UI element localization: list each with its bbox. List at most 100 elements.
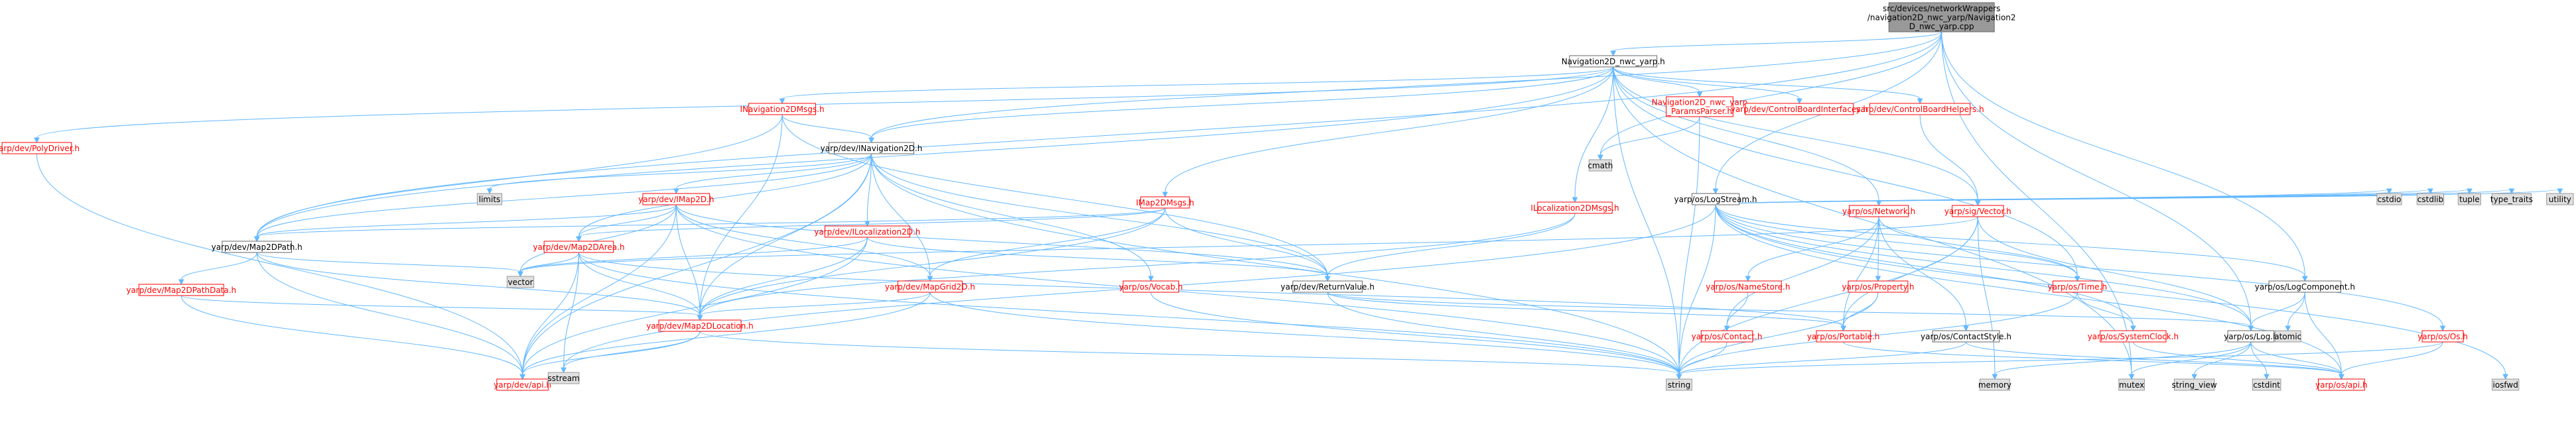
edge-sigvector-oslog (1977, 216, 2254, 332)
node-label: utility (2549, 195, 2571, 204)
node-cstdlib: cstdlib (2416, 193, 2445, 205)
node-box (2376, 193, 2402, 205)
node-label: yarp/os/LogComponent.h (2255, 282, 2355, 292)
edge-network-ostime (1878, 216, 2080, 282)
node-map2dloc[interactable]: yarp/dev/Map2DLocation.h (646, 319, 754, 332)
edge-mapgrid-map2dloc (697, 292, 931, 321)
edge-root-inav2d (868, 31, 1942, 144)
edge-logstream-syscl (1715, 204, 2136, 332)
node-vocab[interactable]: yarp/os/Vocab.h (1119, 280, 1183, 293)
edge-inav2d-imap2d (673, 153, 872, 195)
node-label: yarp/os/Network.h (1842, 207, 1915, 216)
node-polydriver[interactable]: yarp/dev/PolyDriver.h (0, 142, 80, 154)
node-nameStore[interactable]: yarp/os/NameStore.h (1706, 280, 1790, 293)
edge-inav2d-mapgrid (871, 153, 933, 282)
node-logstream[interactable]: yarp/os/LogStream.h (1674, 193, 1757, 205)
node-devapi[interactable]: yarp/dev/api.h (494, 378, 551, 391)
node-utility: utility (2546, 193, 2574, 205)
node-label: yarp/dev/Map2DPath.h (212, 243, 303, 252)
edge-nav2dh-cbif (1613, 66, 1802, 105)
node-oslog[interactable]: yarp/os/Log.h (2224, 330, 2278, 343)
edge-inav2d-retval (871, 153, 1331, 282)
node-box (2268, 280, 2342, 293)
edge-nav2dh-inav2dmsgs (779, 66, 1614, 105)
node-iosfwd: iosfwd (2492, 378, 2520, 391)
node-label: yarp/dev/Map2DLocation.h (646, 321, 754, 331)
node-nav2dh[interactable]: Navigation2D_nwc_yarp.h (1562, 55, 1665, 68)
edge-logstream-osapi (1715, 204, 2344, 380)
edge-map2darea-string (578, 252, 1682, 380)
node-memory: memory (1978, 378, 2011, 391)
node-contactstyle[interactable]: yarp/os/ContactStyle.h (1921, 330, 2011, 343)
node-label: yarp/sig/Vector.h (1944, 207, 2011, 216)
node-label: Navigation2D_nwc_yarp.h (1562, 57, 1665, 66)
node-label: yarp/os/Os.h (2417, 332, 2468, 341)
node-property[interactable]: yarp/os/Property.h (1842, 280, 1915, 293)
edge-contact-string (1676, 341, 1728, 380)
edge-map2dpathdata-map2dloc (180, 295, 703, 321)
edge-iloc2d-retval (866, 237, 1331, 282)
node-iloc2dmsgs[interactable]: ILocalization2DMsgs.h (1530, 201, 1619, 214)
node-cbif[interactable]: yarp/dev/ControlBoardInterfaces.h (1731, 103, 1868, 115)
node-map2dpathdata[interactable]: yarp/dev/Map2DPathData.h (126, 284, 236, 296)
node-map2dpath[interactable]: yarp/dev/Map2DPath.h (212, 241, 303, 253)
node-box (1849, 205, 1909, 217)
edge-nav2dh-imap2dmsgs (1162, 66, 1614, 198)
node-box (1816, 330, 1871, 343)
node-iloc2d[interactable]: yarp/dev/ILocalization2D.h (814, 225, 920, 238)
node-portable[interactable]: yarp/os/Portable.h (1807, 330, 1880, 343)
node-label: yarp/os/api.h (2315, 380, 2367, 390)
node-syscl[interactable]: yarp/os/SystemClock.h (2088, 330, 2179, 343)
node-parser[interactable]: Navigation2D_nwc_yarp_ParamsParser.h (1652, 96, 1748, 117)
node-mapgrid[interactable]: yarp/dev/MapGrid2D.h (885, 280, 975, 293)
node-imap2dmsgs[interactable]: IMap2DMsgs.h (1136, 196, 1194, 209)
node-cbhelpers[interactable]: yarp/dev/ControlBoardHelpers.h (1856, 103, 1984, 115)
edge-oslog-string_view (2191, 341, 2252, 380)
node-label: yarp/os/LogStream.h (1674, 195, 1757, 204)
node-inav2d[interactable]: yarp/dev/INavigation2D.h (821, 142, 923, 154)
node-sigvector[interactable]: yarp/sig/Vector.h (1944, 205, 2011, 217)
node-osos[interactable]: yarp/os/Os.h (2417, 330, 2468, 343)
edge-logstream-string (1676, 204, 1716, 380)
node-ostime[interactable]: yarp/os/Time.h (2048, 280, 2107, 293)
node-box (2252, 378, 2281, 391)
node-box (547, 372, 580, 384)
edge-inav2dmsgs-map2dpath (253, 114, 783, 243)
node-root[interactable]: src/devices/networkWrappers/navigation2D… (1867, 2, 2016, 32)
node-label: yarp/dev/ILocalization2D.h (814, 227, 920, 237)
node-box (2274, 330, 2301, 343)
node-osapi[interactable]: yarp/os/api.h (2315, 378, 2368, 391)
node-cmath: cmath (1588, 159, 1613, 172)
node-label: mutex (2119, 380, 2144, 390)
node-box (543, 241, 614, 253)
edge-imap2dmsgs-map2dpath (253, 207, 1166, 243)
node-box (2318, 378, 2365, 391)
edges-layer (34, 31, 2563, 380)
node-label: yarp/dev/Map2DPathData.h (126, 286, 236, 295)
node-box (1952, 205, 2004, 217)
node-box (496, 378, 549, 391)
node-imap2d[interactable]: yarp/dev/IMap2D.h (638, 193, 714, 205)
edge-retval-oslog (1327, 292, 2254, 332)
node-retval[interactable]: yarp/dev/ReturnValue.h (1280, 280, 1375, 293)
edge-imap2d-map2dpath (253, 204, 677, 243)
node-label: yarp/dev/ControlBoardInterfaces.h (1731, 105, 1868, 114)
node-box (658, 319, 742, 332)
node-box (2416, 193, 2445, 205)
node-inav2dmsgs[interactable]: INavigation2DMsgs.h (740, 103, 825, 115)
node-map2darea[interactable]: yarp/dev/Map2DArea.h (533, 241, 625, 253)
node-box (2227, 330, 2275, 343)
edge-inav2d-vocab (871, 153, 1154, 282)
node-logcomp[interactable]: yarp/os/LogComponent.h (2255, 280, 2355, 293)
edge-root-logcomp (1941, 31, 2308, 282)
node-label: yarp/dev/ReturnValue.h (1280, 282, 1374, 292)
node-label: yarp/dev/IMap2D.h (638, 195, 714, 204)
edge-nav2dh-network (1613, 66, 1882, 207)
node-network[interactable]: yarp/os/Network.h (1842, 205, 1915, 217)
edge-root-map2dpath (253, 31, 1942, 243)
node-box (1588, 159, 1612, 172)
edge-logstream-osos (1715, 204, 2446, 332)
node-contact[interactable]: yarp/os/Contact.h (1692, 330, 1763, 343)
node-label: cstdlib (2417, 195, 2443, 204)
node-box (1537, 201, 1613, 214)
